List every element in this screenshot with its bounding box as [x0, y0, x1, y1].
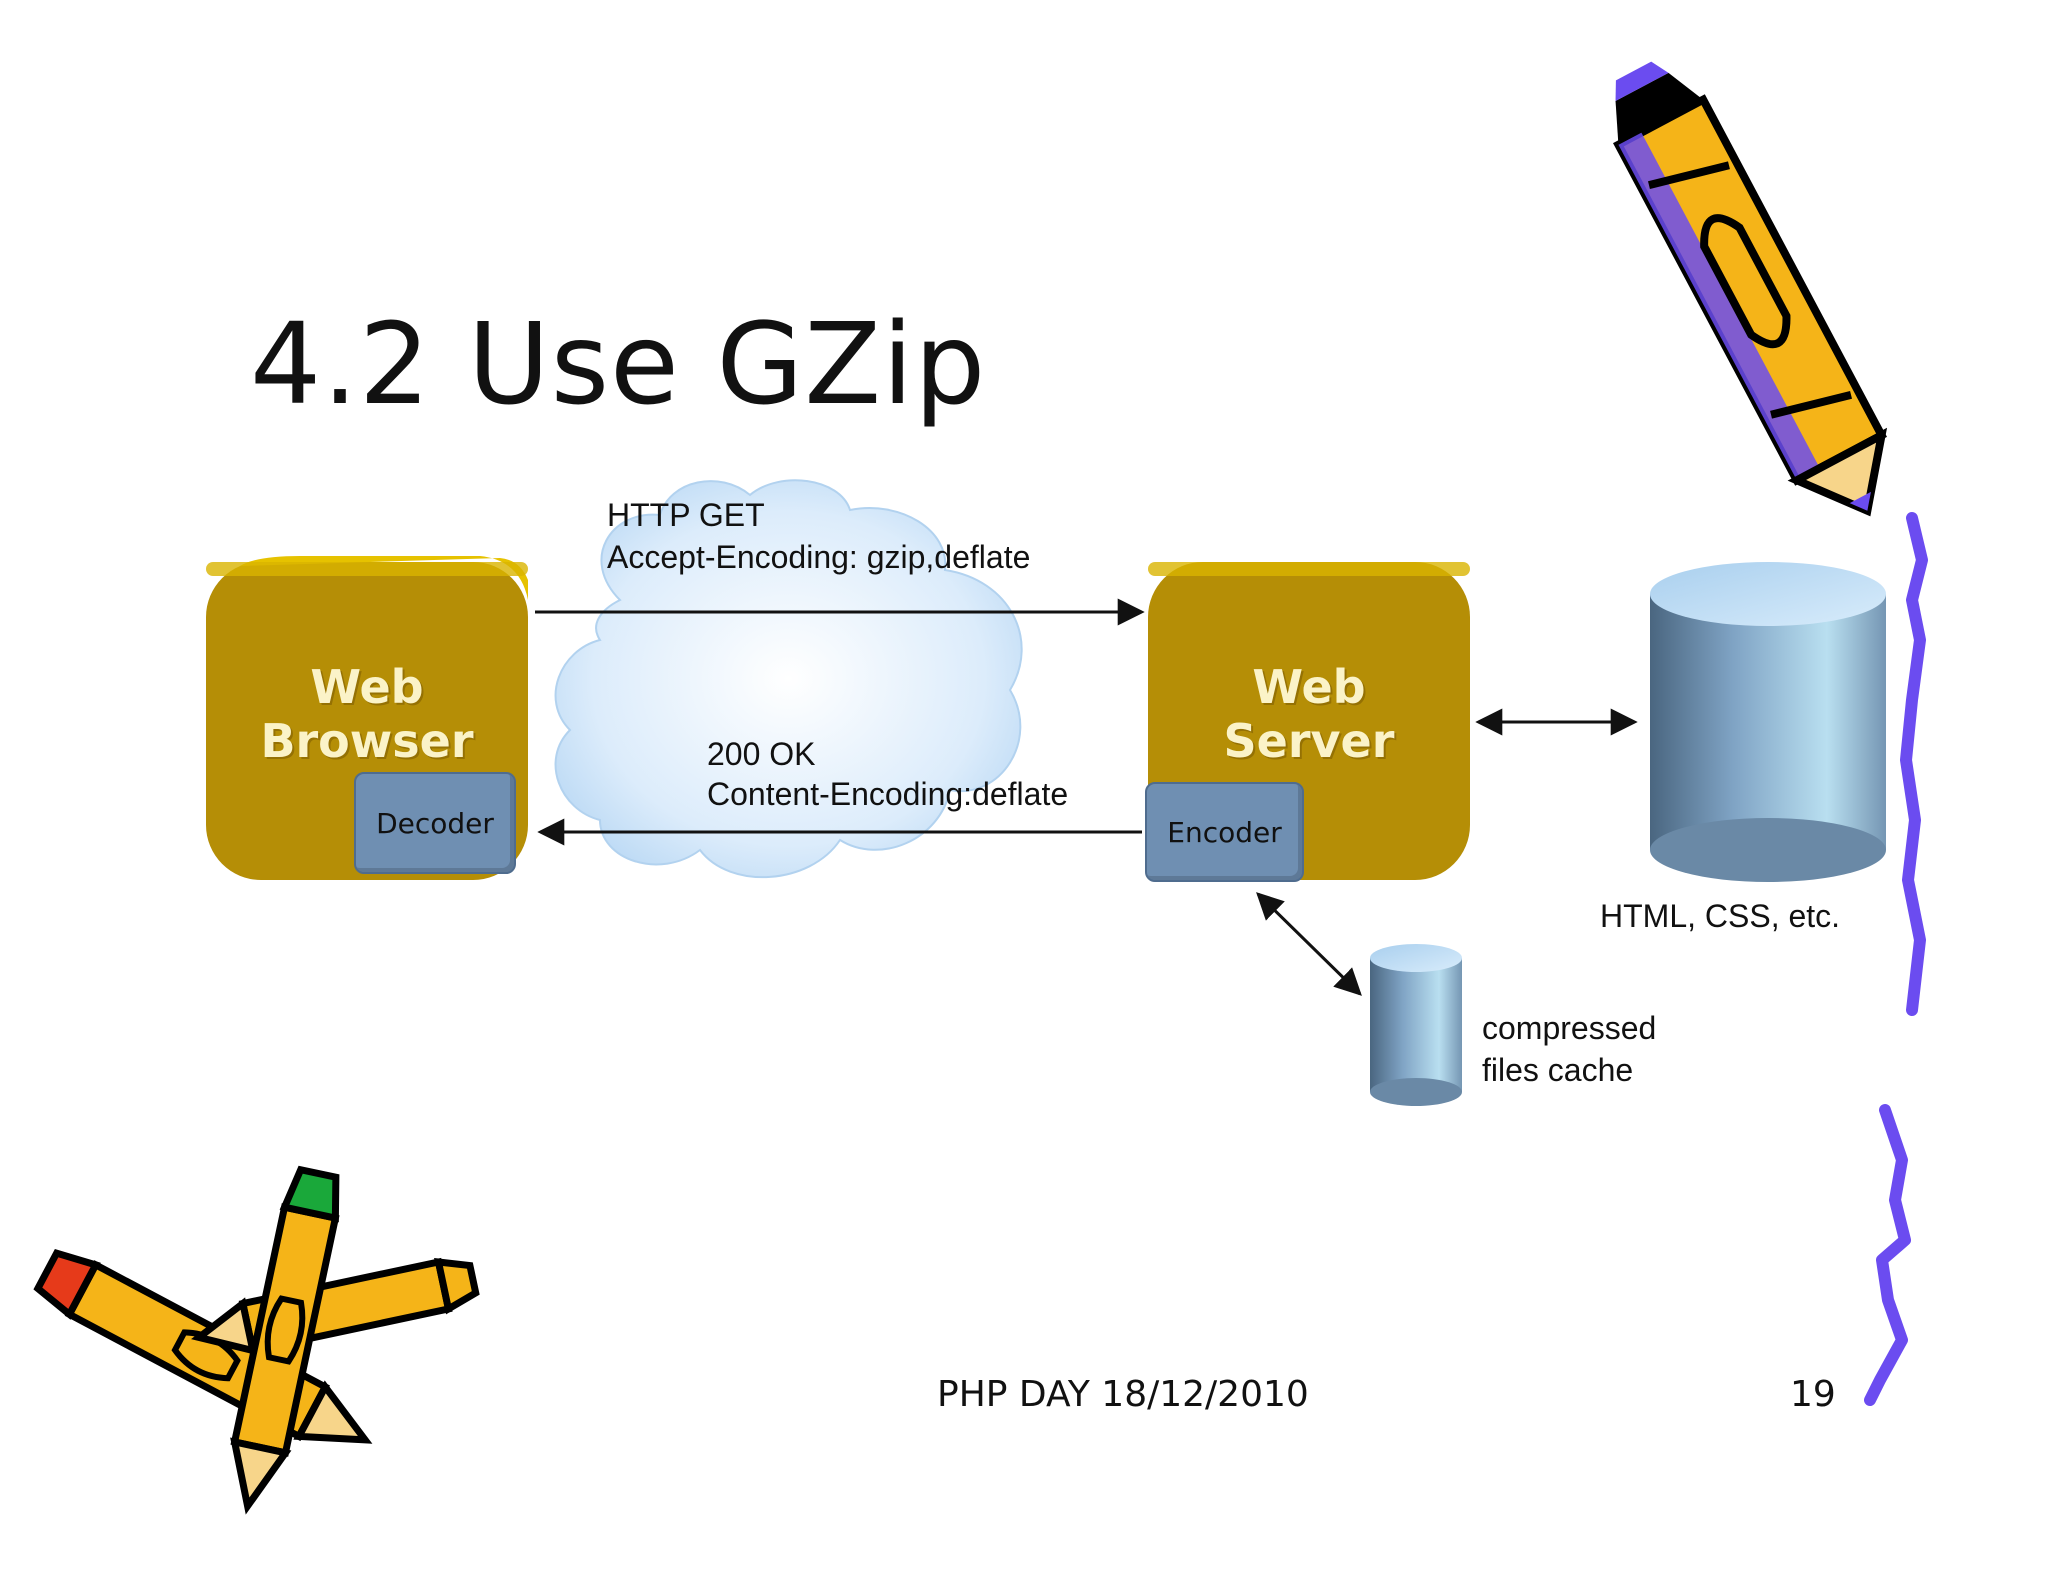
request-label: HTTP GET Accept-Encoding: gzip,deflate — [607, 494, 1030, 578]
cache-arrow — [1256, 892, 1362, 996]
response-label: 200 OK Content-Encoding:deflate — [707, 734, 1068, 814]
storage-label: HTML, CSS, etc. — [1600, 898, 1841, 934]
encoder-component: Encoder — [1145, 782, 1304, 882]
request-line1: HTTP GET — [607, 497, 765, 533]
web-server-line2: Server — [1223, 714, 1395, 768]
web-browser-line1: Web — [310, 660, 424, 714]
cache-line1: compressed — [1482, 1010, 1657, 1046]
slide-title: 4.2 Use GZip — [250, 300, 987, 430]
footer-text: PHP DAY 18/12/2010 — [937, 1374, 1309, 1415]
crossed-pencils-icon — [33, 1165, 480, 1515]
response-line2: Content-Encoding:deflate — [707, 776, 1069, 812]
web-browser-line2: Browser — [260, 714, 474, 768]
cache-line2: files cache — [1482, 1052, 1634, 1088]
request-line2: Accept-Encoding: gzip,deflate — [607, 539, 1031, 575]
pencil-icon — [1613, 61, 1888, 517]
decorative-squiggle — [1864, 512, 1928, 1406]
page-number: 19 — [1790, 1374, 1836, 1415]
web-server-title: Web Server — [1148, 660, 1470, 768]
cache-cylinder-icon — [1370, 944, 1462, 1106]
database-cylinder-icon — [1650, 562, 1886, 882]
cache-label: compressed files cache — [1482, 1007, 1656, 1091]
decoder-component: Decoder — [354, 772, 516, 874]
response-line1: 200 OK — [707, 736, 816, 772]
cloud-icon — [554, 479, 1023, 879]
web-browser-title: Web Browser — [206, 660, 528, 768]
web-server-line1: Web — [1252, 660, 1366, 714]
